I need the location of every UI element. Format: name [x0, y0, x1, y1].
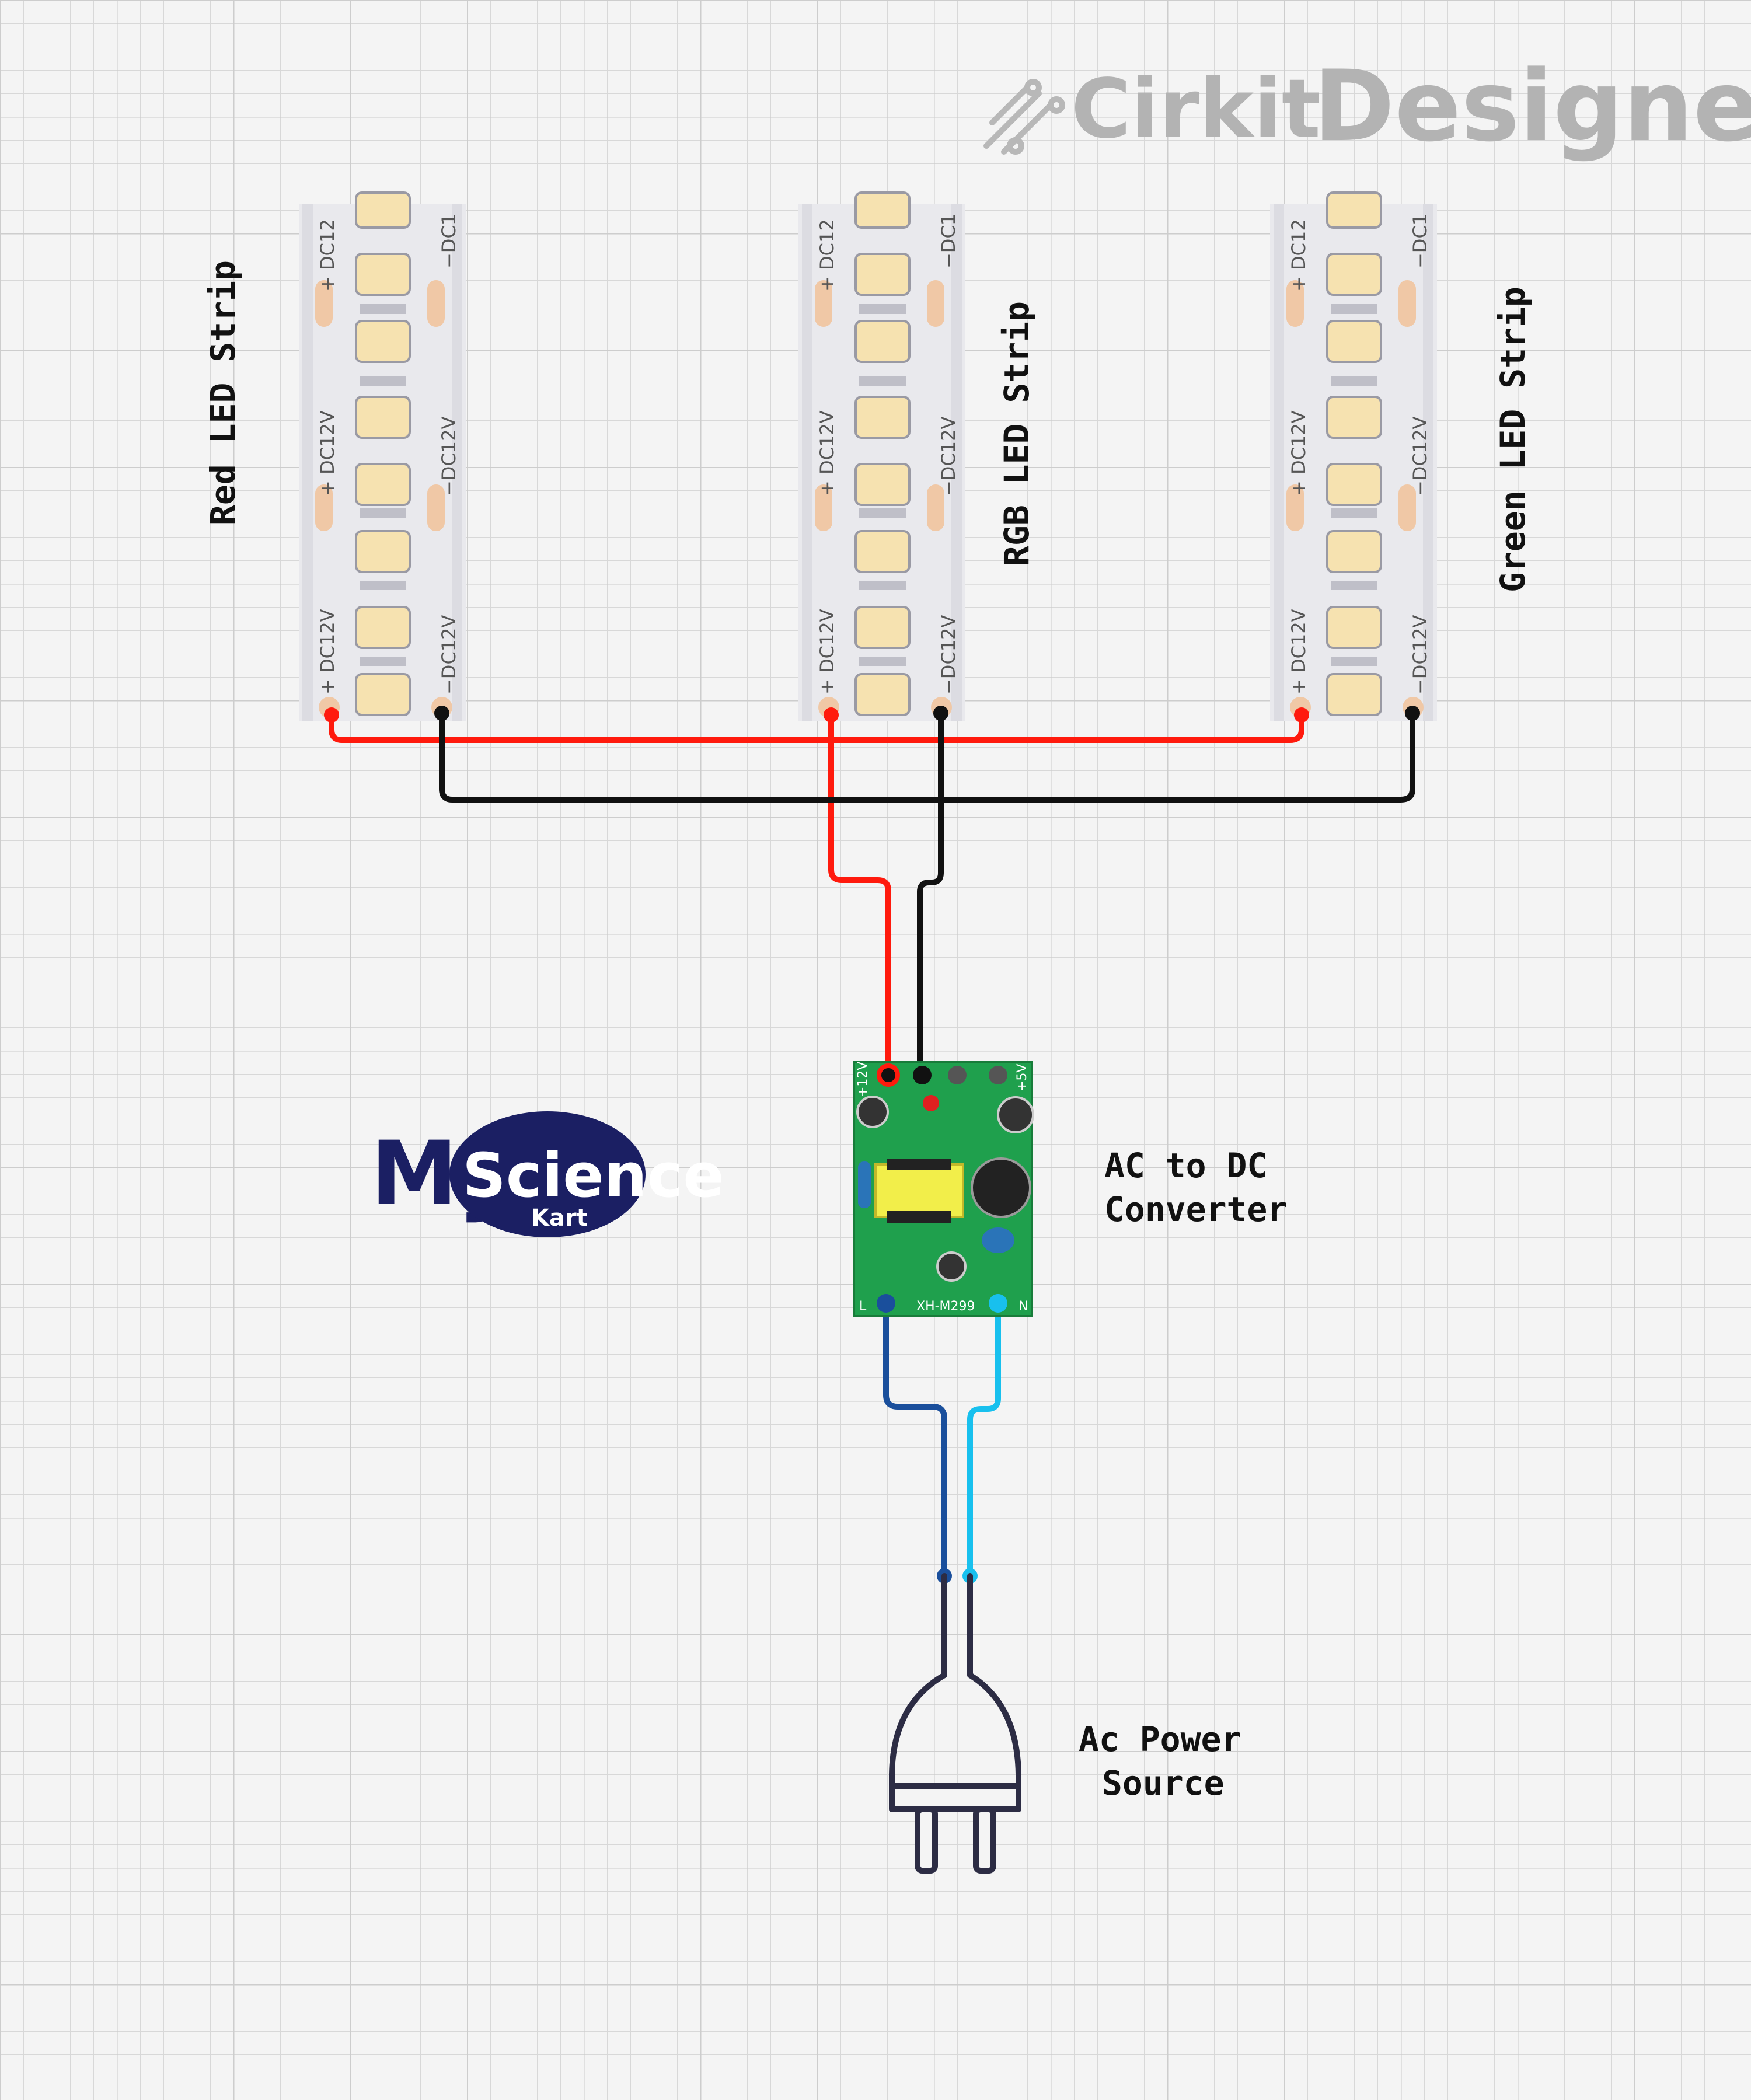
strip-mark-minus: −DC1: [438, 214, 460, 268]
ac-dc-converter[interactable]: +12V +5V L N XH-M299: [853, 1061, 1034, 1317]
converter-label-line1: AC to DC: [1104, 1146, 1267, 1185]
watermark-suffix: Designer: [1313, 49, 1751, 163]
logo-part2: Science: [462, 1140, 724, 1211]
ac-source-label-line1: Ac Power: [1079, 1719, 1241, 1759]
strip-mark-minus: −DC12V: [438, 416, 460, 496]
cirkit-watermark: Cirkit Designer: [983, 49, 1751, 163]
pin-label-5v: +5V: [1015, 1064, 1030, 1091]
wire-junctions: [324, 706, 1420, 723]
strip-mark-plus: + DC12V: [316, 609, 339, 695]
strip-mark-plus: + DC12: [816, 219, 838, 292]
strip-mark-minus: −DC12V: [937, 416, 960, 496]
converter-label-line2: Converter: [1104, 1189, 1288, 1229]
strip-mark-plus: + DC12V: [816, 410, 838, 496]
ac-plug-icon[interactable]: [889, 1573, 1021, 1874]
strip-mark-plus: + DC12V: [816, 609, 838, 695]
led-strip-green[interactable]: + DC12V −DC12V + DC12V −DC12V + DC12 −DC…: [1269, 191, 1438, 722]
pin-label-l: L: [859, 1299, 867, 1314]
led-strip-red[interactable]: + DC12V −DC12V + DC12V −DC12V + DC12 −DC…: [298, 191, 467, 722]
pin-label-n: N: [1018, 1299, 1028, 1314]
ac-source-label-line2: Source: [1102, 1763, 1225, 1803]
strip-mark-minus: −DC1: [937, 214, 960, 268]
strip-mark-minus: −DC12V: [1409, 416, 1431, 496]
pin-label-12v: +12V: [856, 1062, 870, 1097]
strip-label-rgb: RGB LED Strip: [997, 301, 1037, 566]
watermark-prefix: Cirkit: [1071, 62, 1321, 157]
strip-mark-minus: −DC12V: [1409, 615, 1431, 695]
strip-label-green: Green LED Strip: [1493, 287, 1533, 592]
my-science-kart-logo: My Science Kart: [371, 1111, 724, 1237]
strip-mark-plus: + DC12V: [1288, 609, 1310, 695]
cirkit-logo-icon: [983, 79, 1065, 155]
strip-mark-minus: −DC1: [1409, 214, 1431, 268]
strip-mark-plus: + DC12: [316, 219, 339, 292]
negative-wires[interactable]: [439, 710, 1415, 1077]
strip-mark-minus: −DC12V: [438, 615, 460, 695]
ac-wires[interactable]: [883, 1300, 1001, 1672]
strip-label-red: Red LED Strip: [203, 260, 243, 525]
strip-mark-plus: + DC12V: [1288, 410, 1310, 496]
model-label: XH-M299: [916, 1299, 975, 1314]
logo-part3: Kart: [531, 1205, 588, 1232]
positive-wires[interactable]: [329, 712, 1304, 1077]
strip-mark-plus: + DC12: [1288, 219, 1310, 292]
strip-mark-minus: −DC12V: [937, 615, 960, 695]
led-strip-rgb[interactable]: + DC12V −DC12V + DC12V −DC12V + DC12 −DC…: [797, 191, 967, 722]
strip-mark-plus: + DC12V: [316, 410, 339, 496]
